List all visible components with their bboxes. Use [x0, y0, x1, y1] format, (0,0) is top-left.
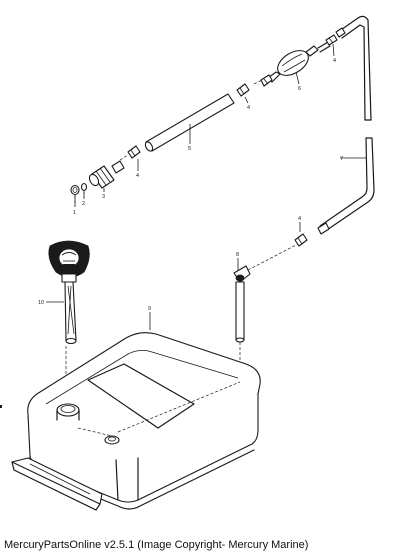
- primer-bulb-6: [267, 27, 346, 83]
- callout-4-left: 4: [136, 173, 139, 179]
- connector-4-upper: [236, 83, 250, 97]
- fuel-hose-5: [144, 93, 235, 152]
- connector-4-top: [260, 74, 273, 87]
- callout-leaders: [46, 43, 366, 330]
- callout-7: 7: [340, 156, 343, 162]
- copyright-footer: MercuryPartsOnline v2.5.1 (Image Copyrig…: [4, 539, 309, 551]
- fuel-connector-3: [88, 160, 125, 189]
- callout-4-lower: 4: [298, 216, 301, 222]
- clip-1: [70, 184, 80, 196]
- fuel-tank-9: [11, 332, 261, 511]
- stray-mark: [0, 405, 2, 408]
- fuel-hose-7: [319, 15, 375, 233]
- o-ring-2: [80, 182, 88, 192]
- pickup-tube-8: [233, 265, 251, 343]
- connector-4-left: [127, 145, 141, 159]
- callout-1: 1: [73, 210, 76, 216]
- callout-2: 2: [82, 201, 85, 207]
- callout-4-top: 4: [333, 58, 336, 64]
- callout-5: 5: [188, 146, 191, 152]
- callout-3: 3: [102, 194, 105, 200]
- callout-8: 8: [236, 252, 239, 258]
- callout-9: 9: [148, 306, 151, 312]
- fuel-gauge-pickup-10: [48, 240, 90, 345]
- callout-6: 6: [298, 86, 301, 92]
- connector-4-lower: [294, 222, 330, 247]
- callout-4-upper: 4: [247, 105, 250, 111]
- callout-10: 10: [38, 300, 44, 306]
